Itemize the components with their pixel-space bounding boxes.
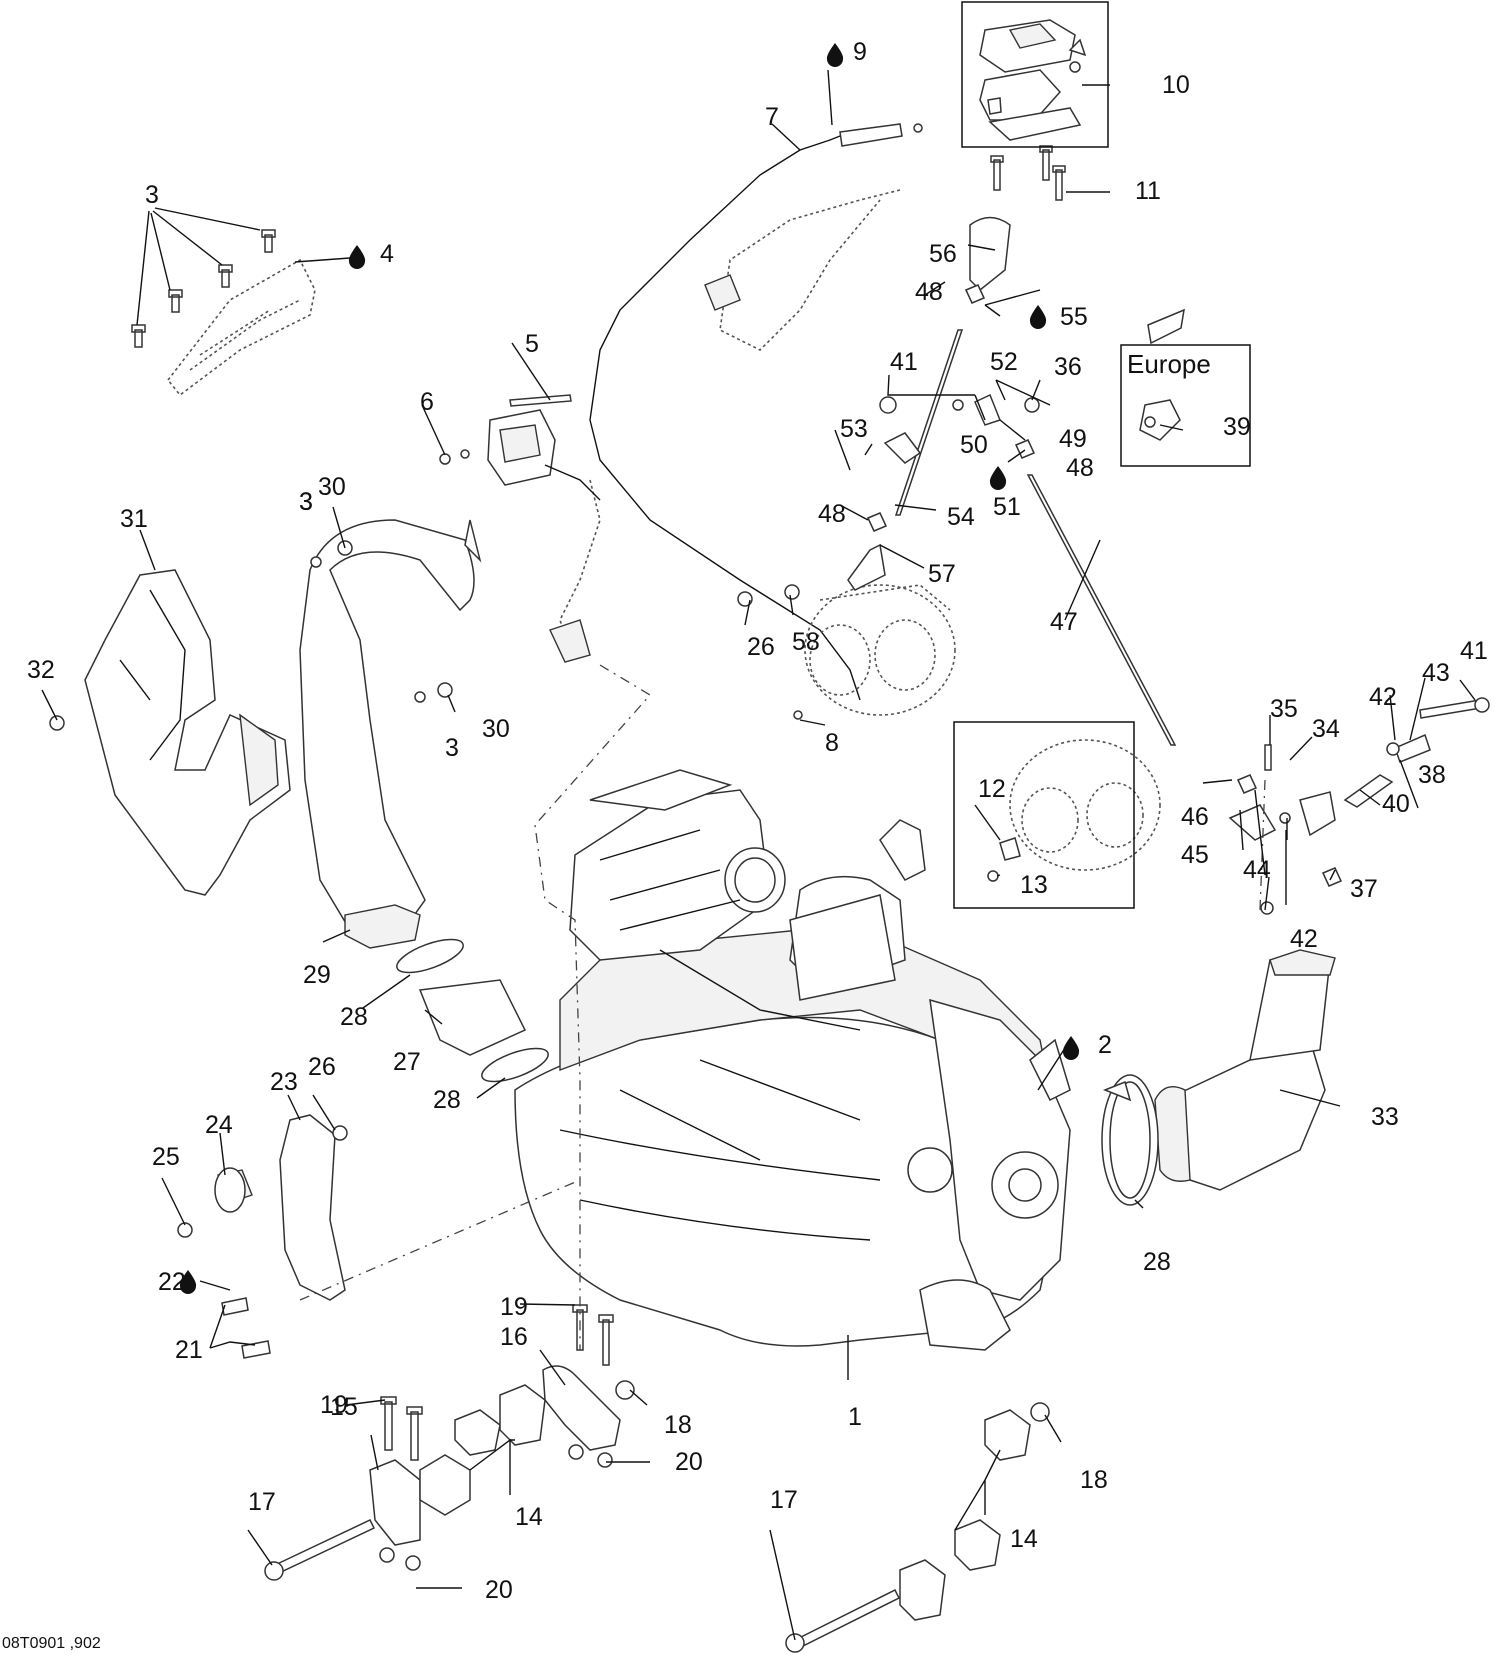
callout-3: 3 bbox=[145, 181, 159, 209]
callout-39: 39 bbox=[1223, 413, 1251, 441]
callout-15: 15 bbox=[330, 1393, 358, 1421]
callout-18: 18 bbox=[1080, 1466, 1108, 1494]
callout-42: 42 bbox=[1290, 925, 1318, 953]
callout-21: 21 bbox=[175, 1336, 203, 1364]
throttle-handle-illustration bbox=[979, 19, 1087, 141]
callout-14: 14 bbox=[1010, 1525, 1038, 1553]
callout-27: 27 bbox=[393, 1048, 421, 1076]
oil-drop-icon bbox=[826, 43, 844, 67]
callout-4: 4 bbox=[380, 240, 394, 268]
callout-19: 19 bbox=[320, 1391, 348, 1419]
europe-label: Europe bbox=[1127, 349, 1211, 379]
callout-46: 46 bbox=[1181, 803, 1209, 831]
callout-28: 28 bbox=[1143, 1248, 1171, 1276]
callout-17: 17 bbox=[248, 1488, 276, 1516]
callout-49: 49 bbox=[1059, 425, 1087, 453]
callout-55: 55 bbox=[1060, 303, 1088, 331]
callout-53: 53 bbox=[840, 415, 868, 443]
callout-5: 5 bbox=[525, 330, 539, 358]
callout-23: 23 bbox=[270, 1068, 298, 1096]
callout-7: 7 bbox=[765, 103, 779, 131]
oil-drop-markers bbox=[179, 43, 1080, 1294]
callout-35: 35 bbox=[1270, 695, 1298, 723]
callout-40: 40 bbox=[1382, 790, 1410, 818]
callout-34: 34 bbox=[1312, 715, 1340, 743]
callout-37: 37 bbox=[1350, 875, 1378, 903]
callout-44: 44 bbox=[1243, 856, 1271, 884]
callout-8: 8 bbox=[825, 729, 839, 757]
callout-48: 48 bbox=[1066, 454, 1094, 482]
callout-24: 24 bbox=[205, 1111, 233, 1139]
callout-19: 19 bbox=[500, 1293, 528, 1321]
callout-41: 41 bbox=[1460, 637, 1488, 665]
callout-20: 20 bbox=[485, 1576, 513, 1604]
callout-43: 43 bbox=[1422, 659, 1450, 687]
callout-42: 42 bbox=[1369, 683, 1397, 711]
callout-25: 25 bbox=[152, 1143, 180, 1171]
callout-30: 30 bbox=[318, 473, 346, 501]
callout-48: 48 bbox=[818, 500, 846, 528]
callout-3: 3 bbox=[299, 488, 313, 516]
callout-11: 11 bbox=[1135, 177, 1161, 205]
part-10-box bbox=[961, 1, 1109, 148]
callout-38: 38 bbox=[1418, 761, 1446, 789]
oil-drop-icon bbox=[989, 466, 1007, 490]
callout-48: 48 bbox=[915, 278, 943, 306]
callout-2: 2 bbox=[1098, 1031, 1112, 1059]
callout-10: 10 bbox=[1162, 71, 1190, 99]
callout-26: 26 bbox=[747, 633, 775, 661]
reference-code: 08T0901 ,902 bbox=[2, 1635, 101, 1652]
callout-28: 28 bbox=[433, 1086, 461, 1114]
oil-drop-icon bbox=[1029, 305, 1047, 329]
callout-30: 30 bbox=[482, 715, 510, 743]
part-illustrations bbox=[49, 19, 1490, 1653]
callout-28: 28 bbox=[340, 1003, 368, 1031]
oil-drop-icon bbox=[1062, 1036, 1080, 1060]
callout-1: 1 bbox=[848, 1403, 862, 1431]
callout-54: 54 bbox=[947, 503, 975, 531]
callout-33: 33 bbox=[1371, 1103, 1399, 1131]
oil-drop-icon bbox=[179, 1270, 197, 1294]
callout-13: 13 bbox=[1020, 871, 1048, 899]
callout-18: 18 bbox=[664, 1411, 692, 1439]
callout-12: 12 bbox=[978, 775, 1006, 803]
callout-45: 45 bbox=[1181, 841, 1209, 869]
callout-56: 56 bbox=[929, 240, 957, 268]
callout-9: 9 bbox=[853, 38, 867, 66]
throttle-body-illustration bbox=[804, 584, 956, 716]
callout-36: 36 bbox=[1054, 353, 1082, 381]
callout-29: 29 bbox=[303, 961, 331, 989]
europe-box bbox=[1120, 344, 1251, 467]
callout-20: 20 bbox=[675, 1448, 703, 1476]
callout-3: 3 bbox=[445, 734, 459, 762]
callout-16: 16 bbox=[500, 1323, 528, 1351]
callout-50: 50 bbox=[960, 431, 988, 459]
callout-41: 41 bbox=[890, 348, 918, 376]
callout-31: 31 bbox=[120, 505, 148, 533]
leader-lines bbox=[41, 69, 1476, 1641]
callout-3: 3 bbox=[299, 488, 313, 516]
oil-drop-icon bbox=[348, 245, 366, 269]
callout-52: 52 bbox=[990, 348, 1018, 376]
callout-58: 58 bbox=[792, 628, 820, 656]
callout-51: 51 bbox=[993, 493, 1021, 521]
callout-57: 57 bbox=[928, 560, 956, 588]
inset-throttle-box bbox=[953, 721, 1135, 909]
callout-17: 17 bbox=[770, 1486, 798, 1514]
callout-47: 47 bbox=[1050, 608, 1078, 636]
alignment-lines bbox=[299, 664, 1266, 1350]
callout-14: 14 bbox=[515, 1503, 543, 1531]
callout-6: 6 bbox=[420, 388, 434, 416]
callout-32: 32 bbox=[27, 656, 55, 684]
engine-illustration bbox=[514, 769, 1071, 1351]
callout-26: 26 bbox=[308, 1053, 336, 1081]
